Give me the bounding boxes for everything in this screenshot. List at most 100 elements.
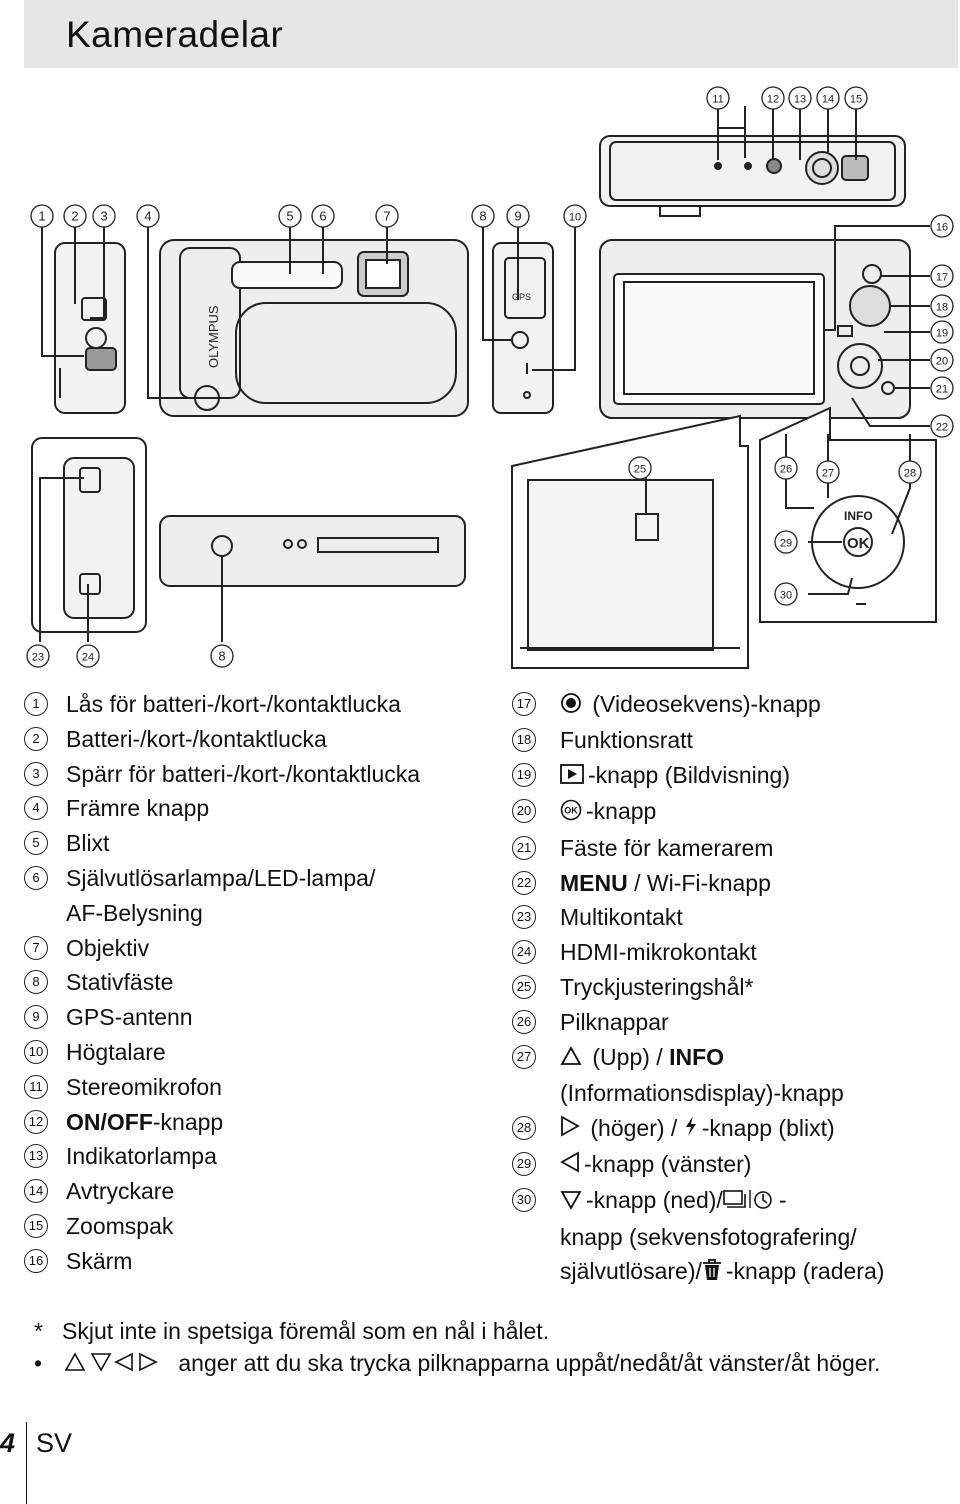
- callout-circle: [930, 214, 954, 238]
- list-item: 27 (Upp) / INFO(Informationsdisplay)-kna…: [512, 1040, 952, 1111]
- callout-1: 1: [38, 209, 45, 224]
- callout-circle: [930, 320, 954, 344]
- page-title: Kameradelar: [66, 14, 284, 55]
- callout-circle: [471, 204, 495, 228]
- item-text: -knapp (radera): [725, 1258, 885, 1285]
- item-number: 16: [24, 1248, 48, 1273]
- item-number: 25: [512, 974, 536, 999]
- item-text: Funktionsratt: [560, 727, 693, 754]
- item-number: 11: [24, 1074, 48, 1099]
- callout-8: 8: [479, 209, 486, 224]
- camera-diagram: OLYMPUS GPS: [26, 86, 954, 669]
- item-text-continued: knapp (sekvensfotografering/: [560, 1223, 857, 1250]
- item-text: Avtryckare: [66, 1178, 175, 1205]
- page-header: Kameradelar: [24, 0, 958, 68]
- callout-circle: [930, 264, 954, 288]
- list-item: 4 Främre knapp: [24, 791, 494, 826]
- callout-circle: [136, 204, 160, 228]
- item-text: Indikatorlampa: [66, 1143, 217, 1170]
- callout-circle: [506, 204, 530, 228]
- callout-circle: [930, 348, 954, 372]
- item-number: 29: [512, 1151, 536, 1176]
- item-text: Batteri-/kort-/kontaktlucka: [66, 725, 327, 752]
- svg-text:GPS: GPS: [512, 292, 531, 302]
- item-number: 13: [24, 1144, 48, 1169]
- camera-right-side-view: GPS: [492, 242, 554, 414]
- item-text: Högtalare: [66, 1038, 166, 1065]
- item-number: 26: [512, 1009, 536, 1034]
- list-item: 29-knapp (vänster): [512, 1147, 952, 1183]
- item-number: 17: [512, 692, 536, 716]
- dial-ok-label: OK: [847, 535, 870, 552]
- callout-4: 4: [144, 209, 151, 224]
- callout-circle: [816, 460, 840, 484]
- item-number: 24: [512, 940, 536, 965]
- callout-3: 3: [100, 209, 107, 224]
- dial-info-label: INFO: [844, 509, 873, 523]
- callout-circle: [311, 204, 335, 228]
- callout-circle: [628, 456, 652, 480]
- list-item: 13 Indikatorlampa: [24, 1139, 494, 1174]
- camera-side-view: [54, 242, 126, 414]
- item-text: Främre knapp: [66, 795, 210, 822]
- list-item: 10 Högtalare: [24, 1035, 494, 1070]
- item-text: / Wi-Fi-knapp: [627, 869, 771, 896]
- callout-circle: [30, 204, 54, 228]
- callout-26: 26: [780, 464, 792, 476]
- trash-icon: [702, 1256, 722, 1291]
- left-icon: [560, 1148, 580, 1183]
- callout-circle: [930, 294, 954, 318]
- item-number: 28: [512, 1115, 536, 1140]
- item-number: 10: [24, 1039, 48, 1064]
- item-number: 27: [512, 1044, 536, 1069]
- list-item: 16 Skärm: [24, 1244, 494, 1279]
- list-item: 17 (Videosekvens)-knapp: [512, 687, 952, 723]
- list-item: 11 Stereomikrofon: [24, 1070, 494, 1105]
- callout-19: 19: [936, 328, 948, 340]
- item-number: 21: [512, 835, 536, 860]
- item-text: Spärr för batteri-/kort-/kontaktlucka: [66, 760, 421, 787]
- callout-28: 28: [904, 468, 916, 480]
- item-text: HDMI-mikrokontakt: [560, 939, 757, 966]
- item-number: 5: [24, 831, 48, 856]
- item-text: Skärm: [66, 1247, 133, 1274]
- list-item: 23 Multikontakt: [512, 900, 952, 935]
- callout-12: 12: [767, 94, 779, 106]
- item-text: GPS-antenn: [66, 1004, 193, 1031]
- callout-circle: [774, 582, 798, 606]
- item-text-continued: AF-Belysning: [66, 899, 203, 926]
- callout-circle: [278, 204, 302, 228]
- item-text: Stereomikrofon: [66, 1073, 222, 1100]
- item-text: Pilknappar: [560, 1008, 669, 1035]
- callout-17: 17: [936, 272, 948, 284]
- item-number: 6: [24, 865, 48, 890]
- down-icon: [560, 1185, 582, 1220]
- item-number: 8: [24, 970, 48, 995]
- callout-16: 16: [936, 222, 948, 234]
- item-number: 18: [512, 728, 536, 753]
- note-bullet: • anger att du ska trycka pilknapparna u…: [34, 1347, 934, 1381]
- item-number: 14: [24, 1179, 48, 1204]
- item-text: Multikontakt: [560, 904, 683, 931]
- callout-7: 7: [383, 209, 390, 224]
- item-number: 4: [24, 796, 48, 821]
- ok-icon: OK: [560, 796, 582, 831]
- callout-circle: [816, 86, 840, 110]
- item-text: -knapp (blixt): [701, 1114, 835, 1141]
- item-number: 23: [512, 905, 536, 930]
- callout-25: 25: [634, 464, 646, 476]
- bold-label: INFO: [669, 1043, 725, 1070]
- arrows-icon: [62, 1349, 168, 1381]
- camera-front-view: OLYMPUS: [159, 239, 469, 417]
- bold-label: ON/OFF: [66, 1108, 153, 1135]
- callout-14: 14: [822, 94, 834, 106]
- item-text: Tryckjusteringshål*: [560, 973, 754, 1000]
- callout-circle: [788, 86, 812, 110]
- item-text: -knapp: [586, 798, 657, 825]
